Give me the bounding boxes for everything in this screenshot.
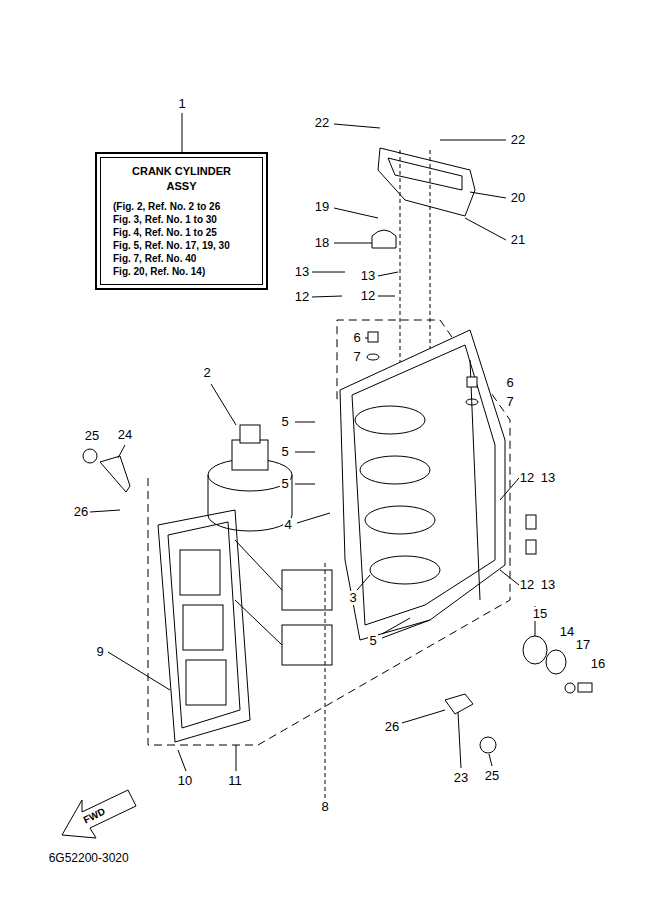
- callout-number: 2: [202, 366, 211, 380]
- callout-number: 5: [368, 634, 377, 648]
- box-text: (Fig. 2, Ref. No. 2 to 26: [97, 200, 266, 213]
- callout-number: 23: [453, 771, 469, 785]
- callout-number: 10: [177, 774, 193, 788]
- callout-number: 22: [314, 116, 330, 130]
- callout-number: 3: [348, 591, 357, 605]
- callout-number: 13: [540, 471, 556, 485]
- callout-number: 7: [505, 395, 514, 409]
- callout-number: 5: [280, 477, 289, 491]
- callout-number: 26: [384, 720, 400, 734]
- callout-number: 17: [575, 638, 591, 652]
- box-heading: CRANK CYLINDER ASSY: [127, 164, 237, 194]
- callout-number: 13: [360, 269, 376, 283]
- callout-number: 19: [314, 200, 330, 214]
- callout-number: 18: [314, 236, 330, 250]
- callout-number: 6: [505, 376, 514, 390]
- callout-number: 6: [352, 331, 361, 345]
- box-text: Fig. 20, Ref. No. 14): [97, 265, 266, 278]
- box-text: Fig. 3, Ref. No. 1 to 30: [97, 213, 266, 226]
- direction-label: FWD: [80, 804, 108, 827]
- callout-number: 7: [352, 350, 361, 364]
- callout-number: 11: [227, 774, 243, 788]
- callout-number: 8: [320, 800, 329, 814]
- box-text: Fig. 7, Ref. No. 40: [97, 252, 266, 265]
- callout-number: 13: [540, 578, 556, 592]
- callout-number: 20: [510, 191, 526, 205]
- callout-number: 15: [532, 607, 548, 621]
- box-text: Fig. 4, Ref. No. 1 to 25: [97, 226, 266, 239]
- callout-number: 12: [519, 471, 535, 485]
- callout-number: 22: [510, 133, 526, 147]
- callout-number: 21: [510, 233, 526, 247]
- callout-number: 13: [294, 265, 310, 279]
- callout-number: 12: [519, 578, 535, 592]
- callout-number: 9: [95, 645, 104, 659]
- callout-number: 26: [73, 505, 89, 519]
- callout-number: 16: [590, 657, 606, 671]
- callout-number: 24: [117, 428, 133, 442]
- callout-number: 14: [559, 625, 575, 639]
- drawing-code: 6G52200-3020: [48, 851, 130, 865]
- callout-number: 12: [294, 290, 310, 304]
- callout-number: 25: [484, 769, 500, 783]
- callout-number: 4: [283, 518, 292, 532]
- title-box: CRANK CYLINDER ASSY (Fig. 2, Ref. No. 2 t…: [95, 152, 268, 290]
- callout-number: 1: [177, 97, 186, 111]
- callout-number: 5: [280, 415, 289, 429]
- callout-number: 12: [360, 289, 376, 303]
- box-text: Fig. 5, Ref. No. 17, 19, 30: [97, 239, 266, 252]
- callout-number: 25: [84, 429, 100, 443]
- callout-number: 5: [280, 445, 289, 459]
